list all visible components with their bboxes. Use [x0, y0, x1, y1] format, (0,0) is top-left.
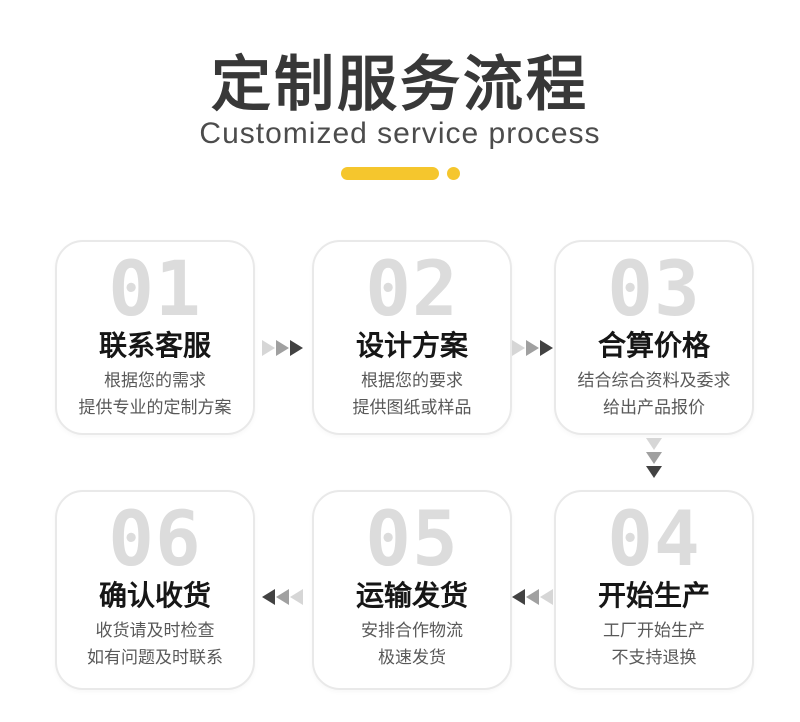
- desc-line-2: 给出产品报价: [603, 397, 705, 417]
- step-number: 05: [365, 494, 459, 583]
- step-card-03: 03 合算价格 结合综合资料及委求给出产品报价: [554, 240, 754, 435]
- step-title: 确认收货: [98, 579, 211, 611]
- step-title: 运输发货: [355, 579, 468, 611]
- flow-arrow-right-icon: [512, 340, 553, 356]
- triangle-left-icon: [276, 589, 289, 605]
- step-number: 06: [108, 494, 202, 583]
- desc-line-1: 根据您的要求: [361, 370, 463, 390]
- triangle-left-icon: [526, 589, 539, 605]
- flow-arrow-left-icon: [512, 589, 553, 605]
- step-title: 设计方案: [355, 329, 468, 361]
- triangle-right-icon: [290, 340, 303, 356]
- step-card-02: 02 设计方案 根据您的要求提供图纸或样品: [312, 240, 512, 435]
- step-description: 根据您的要求提供图纸或样品: [353, 367, 472, 421]
- desc-line-2: 提供图纸或样品: [352, 397, 472, 417]
- triangle-right-icon: [512, 340, 525, 356]
- triangle-left-icon: [262, 589, 275, 605]
- triangle-right-icon: [526, 340, 539, 356]
- desc-line-2: 极速发货: [378, 647, 446, 667]
- desc-line-2: 提供专业的定制方案: [78, 397, 232, 417]
- step-card-06: 06 确认收货 收货请及时检查如有问题及时联系: [55, 490, 255, 690]
- triangle-right-icon: [262, 340, 275, 356]
- flow-arrow-left-icon: [262, 589, 303, 605]
- desc-line-1: 根据您的需求: [104, 370, 206, 390]
- step-description: 收货请及时检查如有问题及时联系: [87, 617, 223, 671]
- accent-divider: [0, 167, 800, 180]
- flow-arrow-right-icon: [262, 340, 303, 356]
- triangle-left-icon: [290, 589, 303, 605]
- triangle-down-icon: [646, 466, 662, 478]
- step-number: 03: [607, 244, 701, 333]
- triangle-down-icon: [646, 438, 662, 450]
- step-number: 01: [108, 244, 202, 333]
- desc-line-2: 不支持退换: [611, 647, 697, 667]
- step-card-05: 05 运输发货 安排合作物流极速发货: [312, 490, 512, 690]
- step-number: 02: [365, 244, 459, 333]
- step-description: 工厂开始生产不支持退换: [603, 617, 705, 671]
- page-subtitle: Customized service process: [199, 117, 601, 150]
- accent-bar: [340, 167, 439, 180]
- desc-line-1: 工厂开始生产: [603, 620, 705, 640]
- triangle-down-icon: [646, 452, 662, 464]
- step-number: 04: [607, 494, 701, 583]
- desc-line-1: 安排合作物流: [361, 620, 463, 640]
- step-card-04: 04 开始生产 工厂开始生产不支持退换: [554, 490, 754, 690]
- step-title: 合算价格: [597, 329, 710, 361]
- page-title: 定制服务流程: [211, 51, 589, 118]
- triangle-left-icon: [512, 589, 525, 605]
- accent-dot: [446, 167, 460, 180]
- step-description: 根据您的需求提供专业的定制方案: [79, 367, 232, 421]
- step-title: 联系客服: [98, 329, 211, 361]
- step-title: 开始生产: [597, 579, 710, 611]
- step-description: 结合综合资料及委求给出产品报价: [578, 367, 731, 421]
- desc-line-1: 结合综合资料及委求: [577, 370, 731, 390]
- triangle-right-icon: [276, 340, 289, 356]
- desc-line-2: 如有问题及时联系: [87, 647, 223, 667]
- desc-line-1: 收货请及时检查: [95, 620, 215, 640]
- triangle-right-icon: [540, 340, 553, 356]
- step-card-01: 01 联系客服 根据您的需求提供专业的定制方案: [55, 240, 255, 435]
- triangle-left-icon: [540, 589, 553, 605]
- step-description: 安排合作物流极速发货: [361, 617, 463, 671]
- flow-arrow-down-icon: [646, 438, 662, 478]
